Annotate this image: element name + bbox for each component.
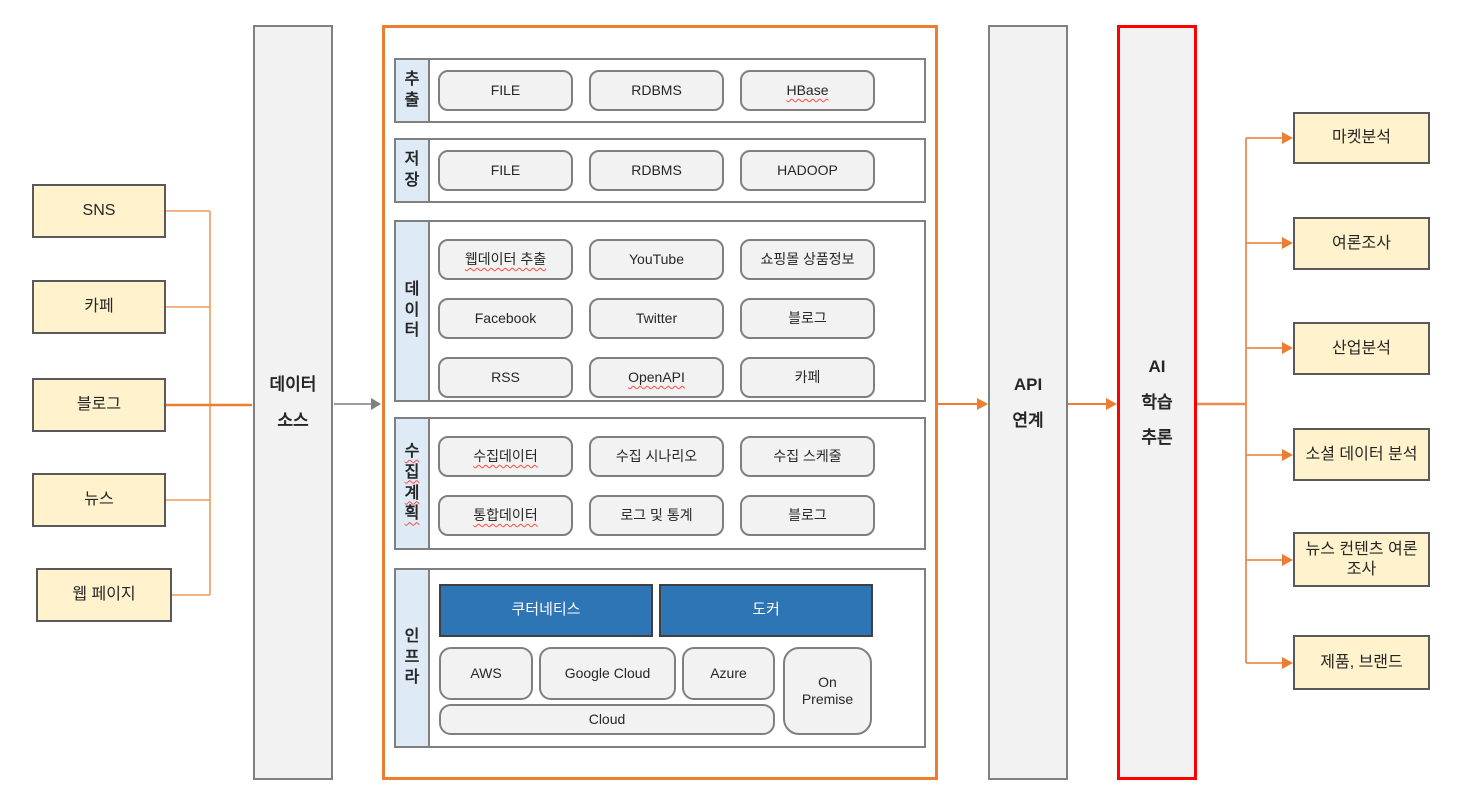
section-data: 데이터 웹데이터 추출 YouTube 쇼핑몰 상품정보 Facebook Tw… <box>394 220 926 402</box>
output-label: 마켓분석 <box>1332 129 1391 146</box>
section-extract-label: 추출 <box>396 60 430 121</box>
source-box-webpage: 웹 페이지 <box>36 568 172 622</box>
extract-item: RDBMS <box>589 70 724 111</box>
data-item: 카페 <box>740 357 875 398</box>
output-label: 여론조사 <box>1332 234 1391 252</box>
output-label: 뉴스 컨텐츠 여론조사 <box>1305 540 1418 578</box>
api-to-ai-arrow <box>1068 398 1117 410</box>
output-label: 소셜 데이터 분석 <box>1305 445 1418 463</box>
source-box-sns: SNS <box>32 184 166 238</box>
section-extract: 추출 FILE RDBMS HBase <box>394 58 926 123</box>
output-box-product-brand: 제품, 브랜드 <box>1293 635 1430 690</box>
store-item: FILE <box>438 150 573 191</box>
output-box-opinion-poll: 여론조사 <box>1293 217 1430 270</box>
output-label: 제품, 브랜드 <box>1320 653 1403 671</box>
source-connectors <box>166 210 211 596</box>
source-box-news: 뉴스 <box>32 473 166 527</box>
section-store-label: 저장 <box>396 140 430 201</box>
output-label: 산업분석 <box>1332 339 1391 357</box>
datasource-to-platform-arrow <box>334 398 381 410</box>
data-source-pillar-label: 데이터 소스 <box>269 374 317 430</box>
source-box-cafe: 카페 <box>32 280 166 334</box>
section-infra: 인프라 쿠터네티스 도커 AWS Google Cloud Azure <box>394 568 926 748</box>
section-collection-plan-label: 수집계획 <box>396 419 430 548</box>
platform-to-api-arrow <box>938 398 988 410</box>
api-pillar-label: API 연계 <box>1012 374 1044 430</box>
store-item: HADOOP <box>740 150 875 191</box>
ai-pillar: AI 학습 추론 <box>1117 25 1197 780</box>
output-box-market-analysis: 마켓분석 <box>1293 112 1430 164</box>
infra-docker-box: 도커 <box>659 584 873 637</box>
api-pillar: API 연계 <box>988 25 1068 780</box>
plan-item: 블로그 <box>740 495 875 536</box>
data-item: RSS <box>438 357 573 398</box>
ai-pillar-label: AI 학습 추론 <box>1141 356 1173 448</box>
extract-item: HBase <box>740 70 875 111</box>
infra-azure-box: Azure <box>682 647 775 700</box>
data-item: YouTube <box>589 239 724 280</box>
output-box-industry-analysis: 산업분석 <box>1293 322 1430 375</box>
infra-aws-box: AWS <box>439 647 533 700</box>
source-label: SNS <box>82 202 116 219</box>
collection-platform-container: 추출 FILE RDBMS HBase 저장 FILE RDBMS HADOOP… <box>382 25 938 780</box>
section-store: 저장 FILE RDBMS HADOOP <box>394 138 926 203</box>
infra-google-cloud-box: Google Cloud <box>539 647 676 700</box>
data-item: Twitter <box>589 298 724 339</box>
data-item: 쇼핑몰 상품정보 <box>740 239 875 280</box>
ai-to-outputs-connectors <box>1197 132 1293 669</box>
output-box-news-content-poll: 뉴스 컨텐츠 여론조사 <box>1293 532 1430 587</box>
plan-item: 수집 스케줄 <box>740 436 875 477</box>
data-item: OpenAPI <box>589 357 724 398</box>
section-collection-plan: 수집계획 수집데이터 수집 시나리오 수집 스케줄 통합데이터 로그 및 통계 … <box>394 417 926 550</box>
infra-on-premise-box: On Premise <box>783 647 872 735</box>
section-data-label: 데이터 <box>396 222 430 400</box>
data-source-pillar: 데이터 소스 <box>253 25 333 780</box>
extract-item: FILE <box>438 70 573 111</box>
source-label: 뉴스 <box>84 491 114 508</box>
infra-cloud-box: Cloud <box>439 704 775 735</box>
infra-kubernetes-box: 쿠터네티스 <box>439 584 653 637</box>
data-item: 웹데이터 추출 <box>438 239 573 280</box>
source-box-blog: 블로그 <box>32 378 166 432</box>
plan-item: 통합데이터 <box>438 495 573 536</box>
plan-item: 로그 및 통계 <box>589 495 724 536</box>
source-label: 웹 페이지 <box>72 586 136 603</box>
data-item: 블로그 <box>740 298 875 339</box>
data-item: Facebook <box>438 298 573 339</box>
source-label: 카페 <box>84 298 114 315</box>
plan-item: 수집 시나리오 <box>589 436 724 477</box>
output-box-social-data-analysis: 소셜 데이터 분석 <box>1293 428 1430 481</box>
store-item: RDBMS <box>589 150 724 191</box>
section-infra-label: 인프라 <box>396 570 430 746</box>
plan-item: 수집데이터 <box>438 436 573 477</box>
source-label: 블로그 <box>76 396 122 413</box>
